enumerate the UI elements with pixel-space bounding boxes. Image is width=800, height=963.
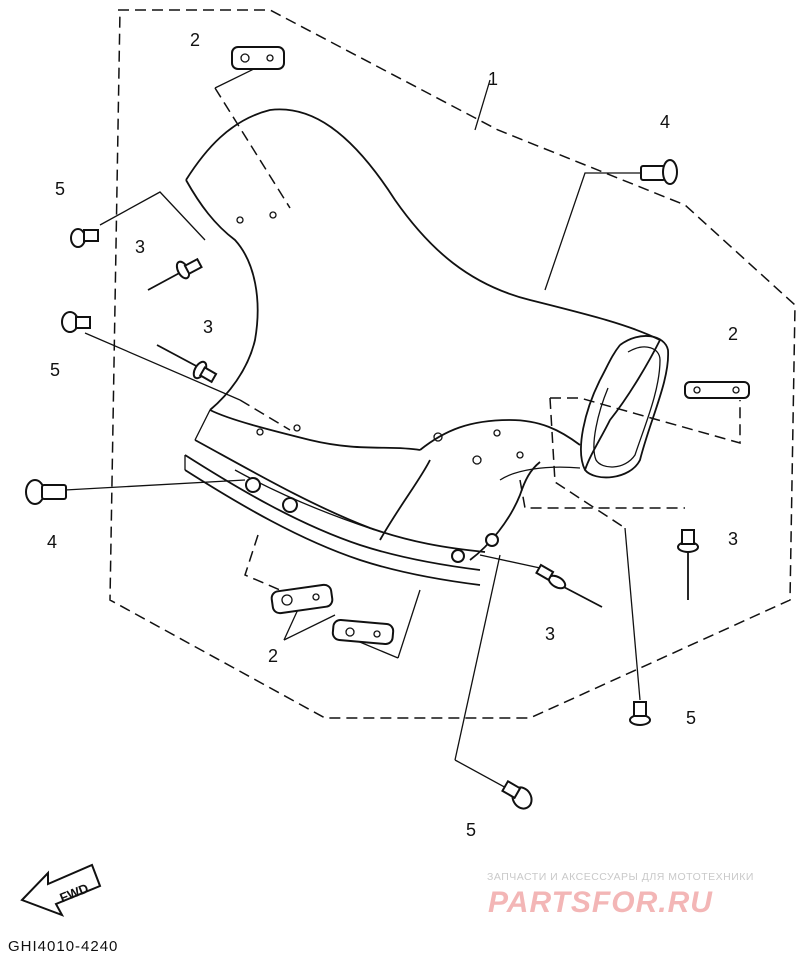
part-3-rivet-left-b	[156, 344, 218, 384]
part-2-right	[684, 381, 750, 399]
part-3-rivet-right	[677, 529, 699, 600]
part-2-bottom-left	[270, 583, 334, 615]
part-2-bottom-right	[331, 619, 395, 645]
part-4-bolt-left	[25, 479, 67, 505]
callout-5-bottom: 5	[466, 820, 476, 840]
callout-3-right: 3	[728, 529, 738, 549]
part-4-bolt-top	[640, 159, 678, 185]
part-5-screw-right	[629, 701, 651, 726]
assembly-boundary	[109, 9, 796, 719]
part-5-screw-bottom	[501, 779, 533, 810]
callout-2-bottom: 2	[268, 646, 278, 666]
callout-3-left-b: 3	[203, 317, 213, 337]
watermark-brand: PARTSFOR.RU	[488, 886, 713, 919]
leader-lines	[64, 64, 741, 791]
callout-2-top: 2	[190, 30, 200, 50]
part-2-top	[231, 46, 285, 70]
callout-2-right: 2	[728, 324, 738, 344]
callout-4-top: 4	[660, 112, 670, 132]
fwd-arrow-icon: FWD	[20, 863, 102, 917]
callout-5-left: 5	[50, 360, 60, 380]
watermark-tagline: ЗАПЧАСТИ И АКСЕССУАРЫ ДЛЯ МОТОТЕХНИКИ	[487, 871, 754, 883]
callout-3-bottom: 3	[545, 624, 555, 644]
callout-5-right: 5	[686, 708, 696, 728]
part-3-rivet-left-a	[147, 257, 203, 291]
drawing-code: GHI4010-4240	[8, 938, 118, 955]
callout-4-left: 4	[47, 532, 57, 552]
callout-5-upper-left: 5	[55, 179, 65, 199]
part-5-screw-left	[61, 311, 91, 333]
watermark: ЗАПЧАСТИ И АКСЕССУАРЫ ДЛЯ МОТОТЕХНИКИ PA…	[487, 871, 754, 919]
part-5-screw-upper-left	[70, 228, 99, 248]
part-3-rivet-bottom	[535, 563, 603, 608]
callout-3-left-a: 3	[135, 237, 145, 257]
callout-1: 1	[488, 69, 498, 89]
windshield-part	[184, 108, 669, 586]
